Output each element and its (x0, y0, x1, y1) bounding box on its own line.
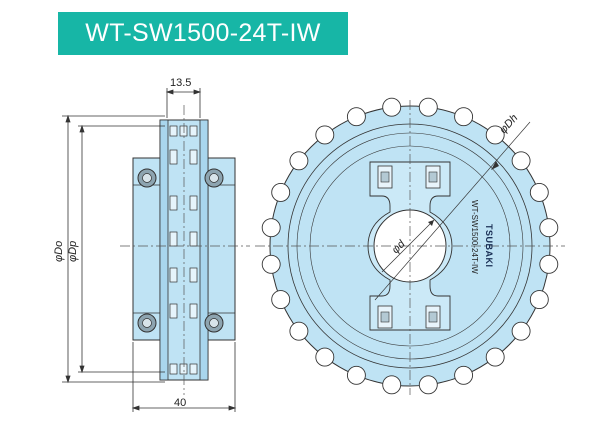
sprocket-tooth-notch (261, 218, 281, 238)
width-top-label: 13.5 (170, 77, 191, 89)
sprocket-tooth-notch (418, 97, 438, 117)
sprocket-tooth-notch (315, 347, 335, 367)
part-number-title: WT-SW1500-24T-IW (58, 12, 348, 55)
sprocket-tooth-notch (271, 182, 291, 202)
sprocket-tooth-notch (271, 290, 291, 310)
svg-text:TSUBAKI: TSUBAKI (484, 224, 494, 268)
sprocket-tooth-notch (485, 347, 505, 367)
sprocket-tooth-notch (529, 290, 549, 310)
sprocket-tooth-notch (454, 365, 474, 385)
sprocket-tooth-notch (382, 97, 402, 117)
pitch-diameter-label: φDp (67, 241, 79, 262)
part-marking: WT-SW1500-24T-IW (470, 200, 479, 274)
outer-diameter-label: φDo (53, 241, 65, 262)
sprocket-tooth-notch (315, 125, 335, 145)
screw-icon (204, 313, 224, 333)
sprocket-tooth-notch (289, 321, 309, 341)
sprocket-tooth-notch (418, 375, 438, 395)
sprocket-tooth-notch (539, 254, 559, 274)
screw-icon (137, 313, 157, 333)
side-view (120, 105, 250, 395)
sprocket-tooth-notch (454, 107, 474, 127)
sprocket-tooth-notch (511, 321, 531, 341)
width-bottom-label: 40 (174, 397, 186, 409)
sprocket-tooth-notch (529, 182, 549, 202)
sprocket-tooth-notch (261, 254, 281, 274)
front-view (255, 97, 565, 395)
sprocket-tooth-notch (382, 375, 402, 395)
sprocket-tooth-notch (511, 151, 531, 171)
tsubaki-logo: TSUBAKI (484, 224, 494, 268)
dimension-lines (62, 88, 237, 412)
sprocket-tooth-notch (539, 218, 559, 238)
screw-icon (204, 168, 224, 188)
sprocket-tooth-notch (346, 107, 366, 127)
sprocket-tooth-notch (485, 125, 505, 145)
sprocket-tooth-notch (346, 365, 366, 385)
sprocket-tooth-notch (289, 151, 309, 171)
screw-icon (137, 168, 157, 188)
